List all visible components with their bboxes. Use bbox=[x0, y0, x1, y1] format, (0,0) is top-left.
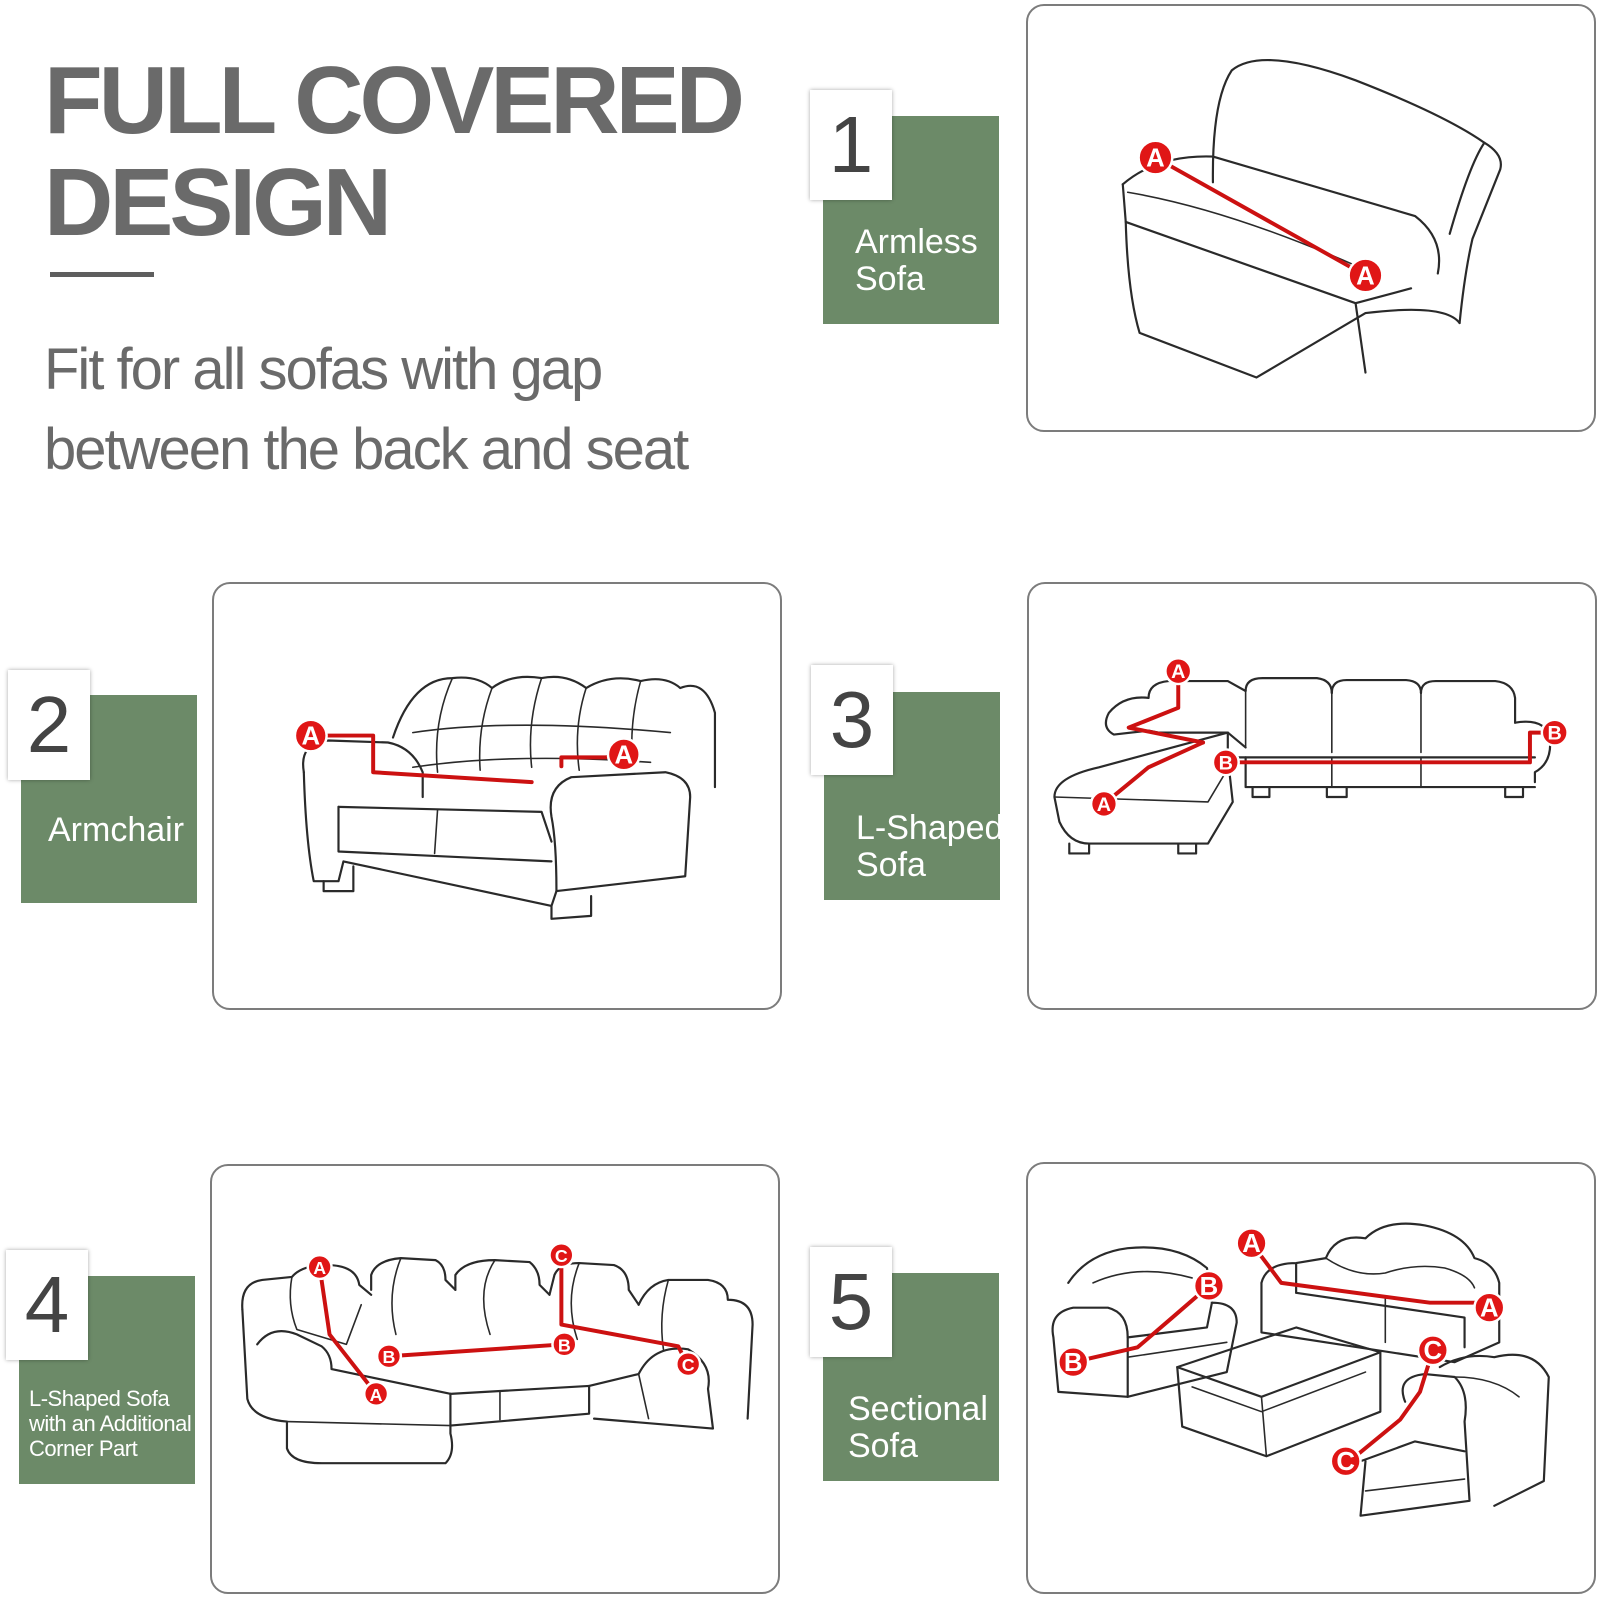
diagram-panel-1: A A bbox=[1026, 4, 1596, 432]
marker-c-top: C bbox=[1416, 1334, 1449, 1367]
number-card-3: 3 bbox=[811, 665, 893, 775]
marker-a-left: A bbox=[1235, 1227, 1268, 1260]
sofa-label-1-line-2: Sofa bbox=[855, 260, 925, 298]
svg-text:B: B bbox=[1219, 752, 1233, 774]
marker-b-right: B bbox=[1540, 718, 1569, 747]
marker-a-left: A bbox=[293, 718, 328, 753]
marker-a-bottom: A bbox=[1089, 789, 1119, 819]
svg-text:C: C bbox=[682, 1355, 695, 1375]
sofa-label-5: Sectional Sofa bbox=[848, 1391, 988, 1465]
sofa-label-1-line-1: Armless bbox=[855, 223, 978, 261]
sofa-label-4: L-Shaped Sofa with an Additional Corner … bbox=[29, 1386, 192, 1461]
sofa-label-3: L-Shaped Sofa bbox=[856, 810, 1003, 884]
marker-b-left: B bbox=[375, 1343, 403, 1370]
marker-b-left: B bbox=[1211, 748, 1240, 777]
title-line-1: FULL COVERED bbox=[44, 47, 745, 154]
title-line-2: DESIGN bbox=[44, 149, 392, 256]
svg-text:A: A bbox=[1171, 661, 1185, 683]
marker-a-right: A bbox=[606, 737, 641, 772]
svg-text:A: A bbox=[1242, 1230, 1261, 1258]
svg-text:A: A bbox=[1356, 262, 1375, 290]
title-divider bbox=[50, 272, 154, 277]
subtitle-line-1: Fit for all sofas with gap bbox=[44, 337, 603, 402]
sofa-label-3-line-1: L-Shaped bbox=[856, 809, 1004, 847]
diagram-panel-2: A A bbox=[212, 582, 782, 1010]
svg-text:C: C bbox=[555, 1246, 568, 1266]
sofa-label-2-line-1: Armchair bbox=[48, 811, 185, 849]
sofa-label-5-line-1: Sectional bbox=[848, 1390, 988, 1428]
subtitle: Fit for all sofas with gap between the b… bbox=[44, 330, 689, 490]
l-shaped-sofa-drawing: A A B B bbox=[1053, 657, 1569, 855]
svg-text:B: B bbox=[1064, 1349, 1083, 1377]
svg-text:B: B bbox=[558, 1335, 571, 1355]
marker-c-bottom: C bbox=[1329, 1445, 1362, 1478]
svg-text:B: B bbox=[1548, 723, 1562, 745]
subtitle-line-2: between the back and seat bbox=[44, 417, 689, 482]
svg-text:A: A bbox=[313, 1258, 326, 1278]
sofa-label-3-line-2: Sofa bbox=[856, 846, 926, 884]
sofa-label-4-line-1: L-Shaped Sofa bbox=[29, 1386, 170, 1411]
svg-text:A: A bbox=[1146, 145, 1165, 173]
marker-a-end: A bbox=[1347, 257, 1384, 294]
page-title: FULL COVERED DESIGN bbox=[44, 47, 745, 256]
marker-b-bottom: B bbox=[1057, 1346, 1090, 1379]
sofa-label-5-line-2: Sofa bbox=[848, 1427, 918, 1465]
marker-a-top: A bbox=[1164, 657, 1193, 686]
sofa-label-1: Armless Sofa bbox=[855, 224, 978, 298]
diagram-panel-4: A A B B C C bbox=[210, 1164, 780, 1594]
sofa-label-4-line-2: with an Additional bbox=[29, 1411, 192, 1436]
armchair-drawing: A A bbox=[293, 675, 717, 920]
svg-text:C: C bbox=[1424, 1337, 1443, 1365]
sofa-label-2: Armchair bbox=[48, 812, 184, 849]
marker-a-top: A bbox=[306, 1253, 333, 1281]
marker-b-right: B bbox=[551, 1331, 578, 1358]
sectional-sofa-drawing: A A B B C C bbox=[1051, 1222, 1550, 1517]
number-card-2: 2 bbox=[8, 670, 90, 780]
diagram-panel-3: A A B B bbox=[1027, 582, 1597, 1010]
svg-text:A: A bbox=[1097, 794, 1111, 816]
number-card-1: 1 bbox=[810, 90, 892, 200]
corner-l-shaped-sofa-drawing: A A B B C C bbox=[241, 1242, 754, 1465]
marker-a-bottom: A bbox=[362, 1380, 390, 1407]
number-card-4: 4 bbox=[6, 1250, 88, 1360]
marker-c-top: C bbox=[548, 1242, 575, 1269]
svg-text:A: A bbox=[614, 741, 633, 769]
svg-text:B: B bbox=[383, 1347, 396, 1367]
svg-text:C: C bbox=[1336, 1448, 1355, 1476]
svg-text:A: A bbox=[301, 723, 320, 751]
sofa-label-4-line-3: Corner Part bbox=[29, 1436, 138, 1461]
svg-text:B: B bbox=[1200, 1273, 1219, 1301]
marker-b-top: B bbox=[1192, 1269, 1226, 1302]
marker-c-bottom: C bbox=[675, 1351, 702, 1378]
marker-a-right: A bbox=[1473, 1291, 1506, 1324]
svg-text:A: A bbox=[1480, 1295, 1499, 1323]
marker-a-start: A bbox=[1137, 139, 1174, 176]
armless-sofa-drawing: A A bbox=[1121, 58, 1502, 379]
number-card-5: 5 bbox=[810, 1247, 892, 1357]
diagram-panel-5: A A B B C C bbox=[1026, 1162, 1596, 1594]
svg-text:A: A bbox=[370, 1385, 383, 1405]
